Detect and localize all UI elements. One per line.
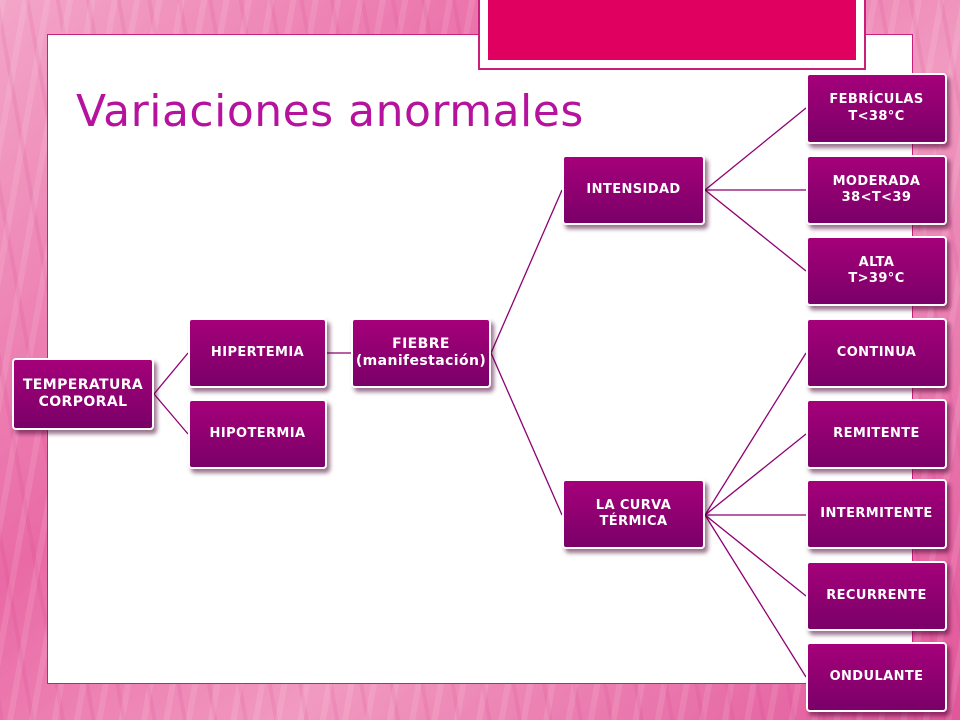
connector-intensidad-febriculas <box>704 107 807 191</box>
node-fiebre: FIEBRE (manifestación) <box>351 318 491 388</box>
node-intensidad: INTENSIDAD <box>562 155 705 225</box>
node-alta: ALTA T>39°C <box>806 236 947 306</box>
node-continua: CONTINUA <box>806 318 947 388</box>
node-curva-termica: LA CURVA TÉRMICA <box>562 479 705 549</box>
connector-root-hipertemia <box>153 352 189 395</box>
node-remitente: REMITENTE <box>806 399 947 469</box>
node-intermitente: INTERMITENTE <box>806 479 947 549</box>
connector-fiebre-curva <box>490 352 563 516</box>
node-recurrente: RECURRENTE <box>806 561 947 631</box>
connector-curva-ondulante <box>704 514 807 678</box>
slide-title: Variaciones anormales <box>76 86 584 137</box>
node-hipotermia: HIPOTERMIA <box>188 399 327 469</box>
node-febriculas: FEBRÍCULAS T<38°C <box>806 73 947 144</box>
node-temperatura-corporal: TEMPERATURA CORPORAL <box>12 358 154 430</box>
node-hipertemia: HIPERTEMIA <box>188 318 327 388</box>
connector-fiebre-intensidad <box>490 189 563 354</box>
connector-intensidad-alta <box>704 189 807 272</box>
connector-root-hipotermia <box>153 393 189 435</box>
connector-curva-continua <box>704 352 807 516</box>
connector-curva-recurrente <box>704 514 807 597</box>
node-ondulante: ONDULANTE <box>806 642 947 712</box>
node-moderada: MODERADA 38<T<39 <box>806 155 947 225</box>
accent-block <box>488 0 856 60</box>
connector-curva-remitente <box>704 433 807 516</box>
